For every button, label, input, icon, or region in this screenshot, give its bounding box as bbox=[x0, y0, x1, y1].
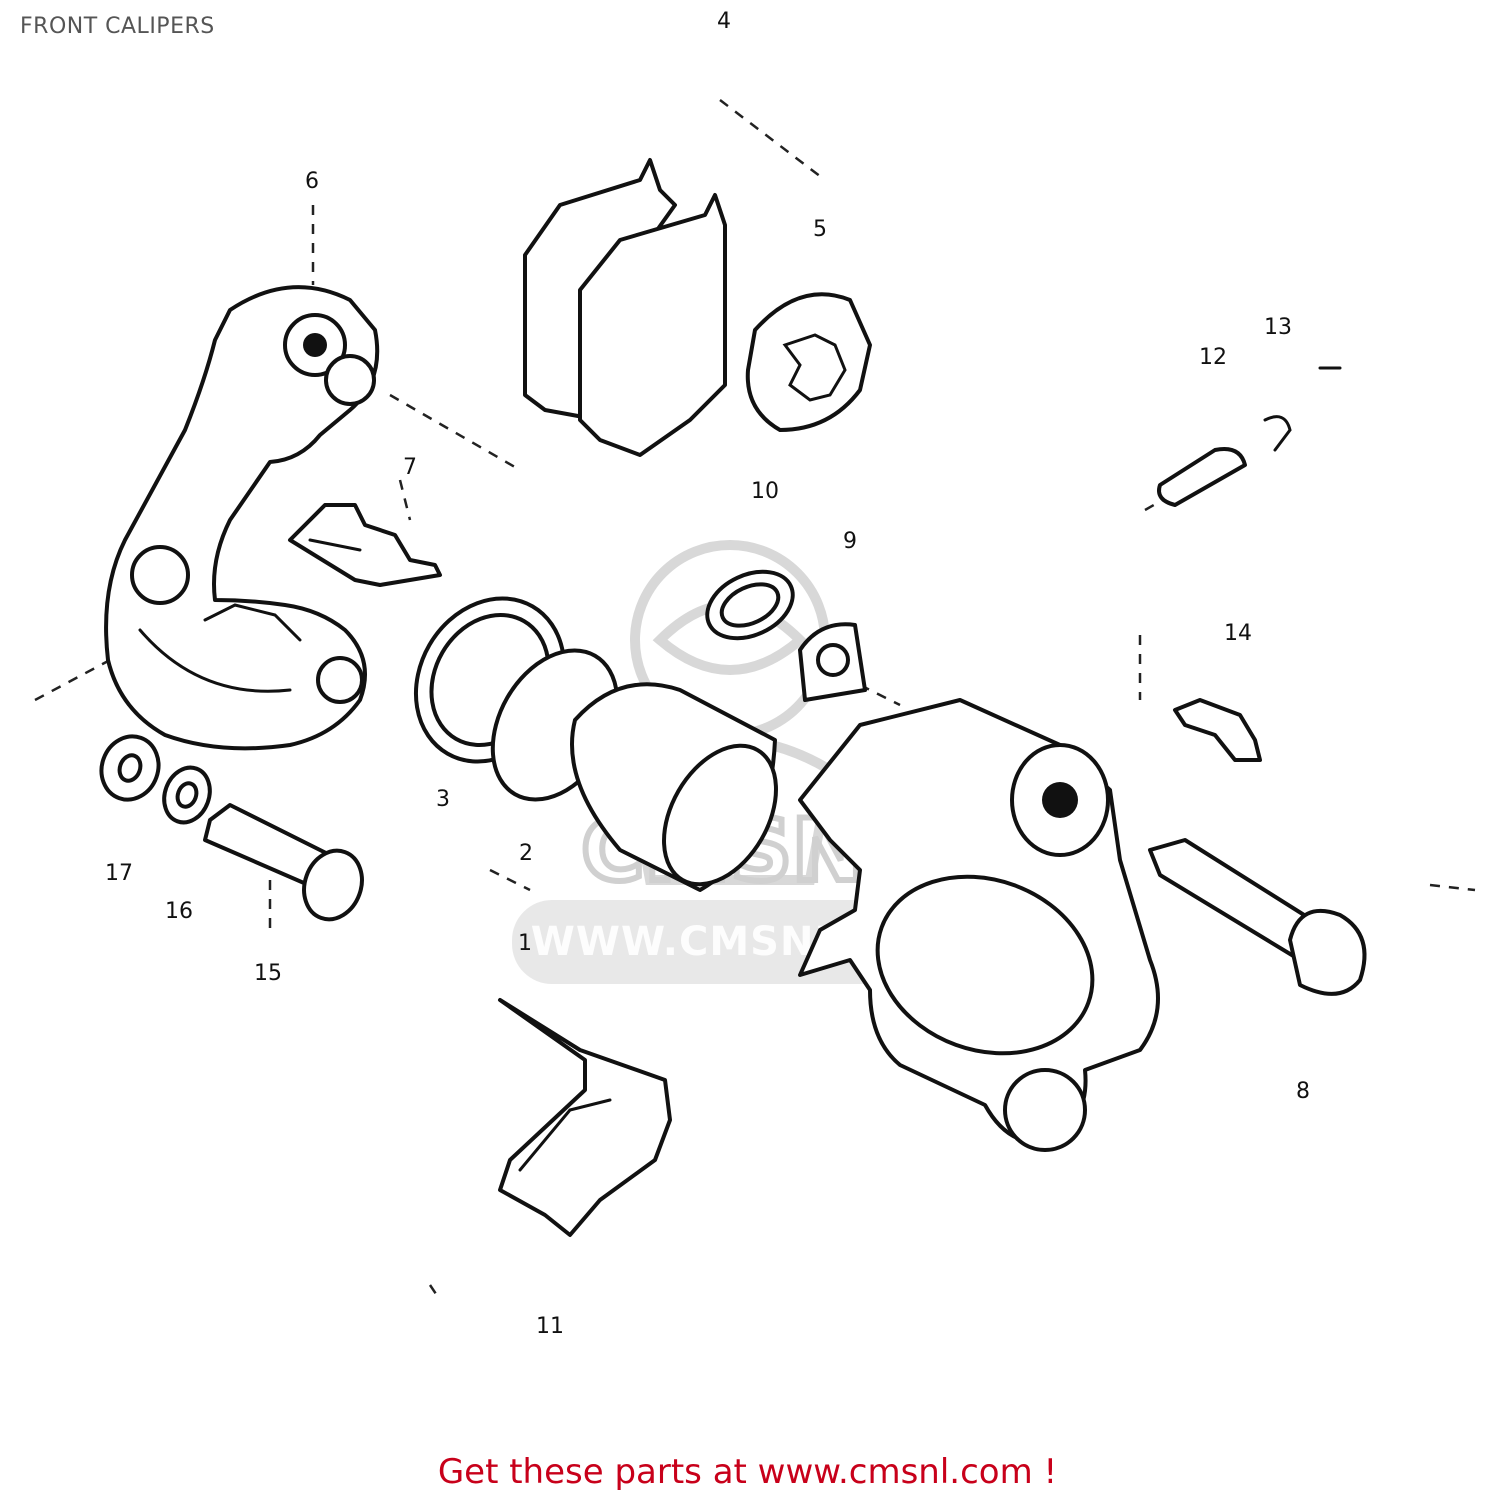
lock-washer bbox=[162, 765, 212, 825]
callout-9: 9 bbox=[843, 529, 857, 554]
callout-3: 3 bbox=[436, 787, 450, 812]
bleeder-cap bbox=[798, 622, 867, 702]
caliper-body bbox=[798, 698, 1160, 1152]
brake-pads bbox=[523, 158, 727, 457]
guide-line bbox=[389, 393, 521, 472]
callout-8: 8 bbox=[1296, 1079, 1310, 1104]
callout-12: 12 bbox=[1199, 345, 1227, 370]
callout-13: 13 bbox=[1264, 315, 1292, 340]
callout-2: 2 bbox=[519, 841, 533, 866]
callout-11: 11 bbox=[536, 1314, 564, 1339]
callout-6: 6 bbox=[305, 169, 319, 194]
callout-10: 10 bbox=[751, 479, 779, 504]
pad-spring bbox=[288, 503, 442, 587]
guide-line bbox=[398, 479, 412, 521]
callout-14: 14 bbox=[1224, 621, 1252, 646]
callout-15: 15 bbox=[254, 961, 282, 986]
callout-5: 5 bbox=[813, 217, 827, 242]
piston bbox=[490, 648, 778, 892]
guide-line bbox=[34, 658, 111, 702]
callout-4: 4 bbox=[717, 9, 731, 34]
piston-dust-boot bbox=[705, 569, 795, 641]
get-parts-link[interactable]: Get these parts at www.cmsnl.com ! bbox=[437, 1452, 1058, 1492]
bleeder-screw bbox=[1157, 366, 1342, 507]
caliper-pin-bolt bbox=[203, 803, 364, 922]
callout-17: 17 bbox=[105, 861, 133, 886]
callout-16: 16 bbox=[165, 899, 193, 924]
slide-pin-bolt bbox=[1148, 838, 1367, 996]
guide-line bbox=[428, 1284, 442, 1301]
guide-line bbox=[719, 99, 826, 181]
washer bbox=[99, 734, 161, 802]
callout-7: 7 bbox=[403, 455, 417, 480]
page-title: FRONT CALIPERS bbox=[20, 14, 215, 39]
guide-line bbox=[489, 868, 531, 892]
guide-line bbox=[1429, 883, 1476, 892]
pad-retainer bbox=[498, 998, 672, 1237]
caliper-bracket bbox=[104, 285, 380, 751]
callout-1: 1 bbox=[518, 931, 532, 956]
retaining-clip bbox=[1173, 698, 1262, 762]
pad-shim bbox=[745, 292, 872, 432]
